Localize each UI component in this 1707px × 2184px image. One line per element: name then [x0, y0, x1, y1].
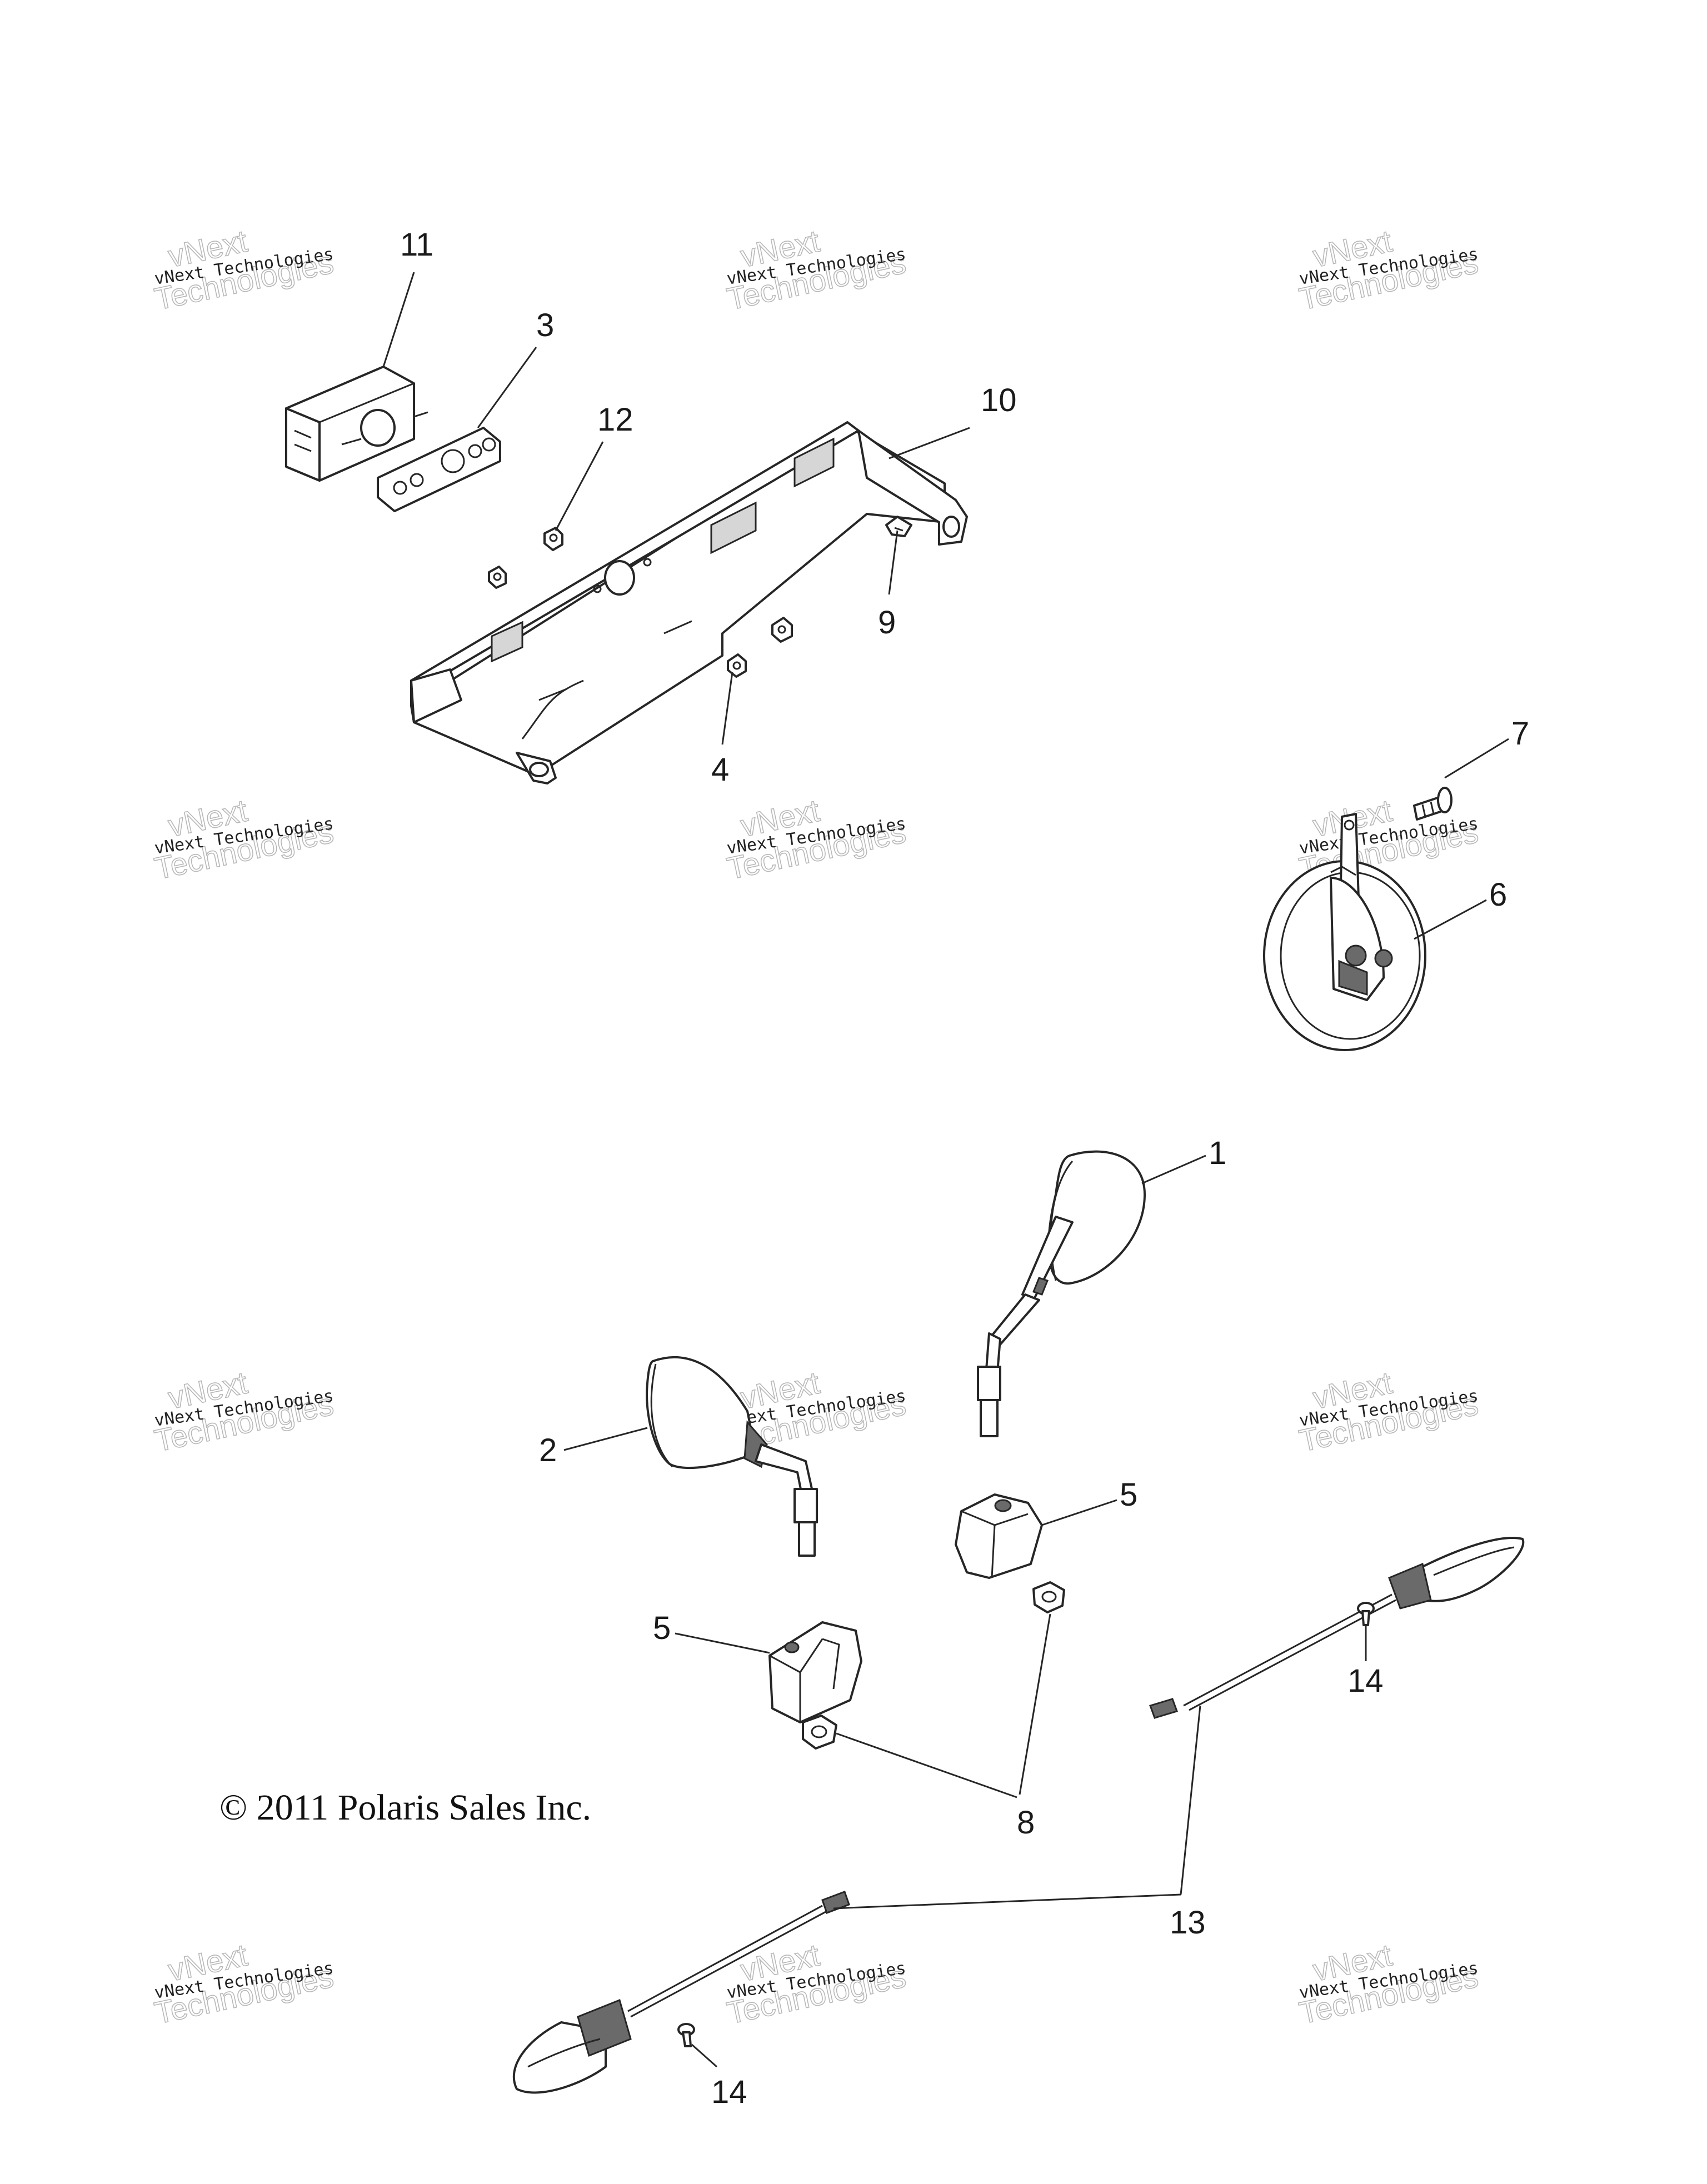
callout-11: 11	[400, 227, 433, 263]
part-1-mirror-right	[977, 1150, 1146, 1437]
part-14-screw-left	[677, 2023, 695, 2047]
part-6-horn	[1263, 813, 1426, 1051]
watermark: vNext Technologies vNext Technologies	[1296, 1937, 1481, 2031]
callout-3: 3	[536, 307, 554, 343]
watermark: vNext Technologies vNext Technologies	[151, 223, 337, 317]
callout-14-right: 14	[1347, 1663, 1384, 1699]
part-12-nuts	[488, 527, 563, 589]
callout-5-lower: 5	[653, 1610, 671, 1646]
callout-9: 9	[878, 604, 896, 641]
callout-7: 7	[1511, 716, 1529, 752]
callout-6: 6	[1489, 877, 1507, 913]
callout-14-left: 14	[711, 2074, 747, 2110]
watermark: vNext Technologies vNext Technologies	[723, 223, 909, 317]
callout-2: 2	[539, 1432, 557, 1468]
part-5-clamp-upper	[955, 1493, 1043, 1579]
callout-1: 1	[1209, 1135, 1226, 1171]
watermark: vNext Technologies vNext Technologies	[151, 792, 337, 887]
part-5-clamp-lower	[768, 1621, 862, 1723]
part-4-nuts	[727, 617, 793, 678]
part-3-plate	[377, 427, 501, 512]
callout-5-upper: 5	[1120, 1477, 1137, 1513]
copyright-notice: © 2011 Polaris Sales Inc.	[219, 1787, 591, 1828]
part-13-turn-signal-left	[512, 1891, 850, 2094]
callout-13: 13	[1170, 1905, 1206, 1941]
callout-numbers: 11 3 12 10 9 4 7 6 1 2 5 5 8 14 13 14	[400, 227, 1529, 2110]
part-13-turn-signal-right	[1149, 1537, 1525, 1719]
watermark: vNext Technologies vNext Technologies	[151, 1365, 337, 1459]
part-14-screw-right	[1357, 1602, 1375, 1626]
part-11-reflector	[285, 366, 428, 482]
watermark: vNext Technologies vNext Technologies	[723, 792, 909, 887]
callout-4: 4	[711, 752, 729, 788]
watermark: vNext Technologies vNext Technologies	[1296, 1365, 1481, 1459]
watermark: vNext Technologies vNext Technologies	[1296, 223, 1481, 317]
part-9-pushpin	[885, 516, 912, 537]
callout-8: 8	[1017, 1805, 1035, 1841]
part-2-mirror-left	[646, 1356, 818, 1557]
callout-12: 12	[597, 402, 633, 438]
part-10-bracket	[410, 421, 968, 784]
watermark: vNext Technologies vNext Technologies	[151, 1937, 337, 2031]
leader-lines	[382, 272, 1509, 2068]
part-7-bolt	[1413, 787, 1453, 821]
part-8-nuts	[802, 1581, 1065, 1750]
callout-10: 10	[981, 382, 1017, 418]
